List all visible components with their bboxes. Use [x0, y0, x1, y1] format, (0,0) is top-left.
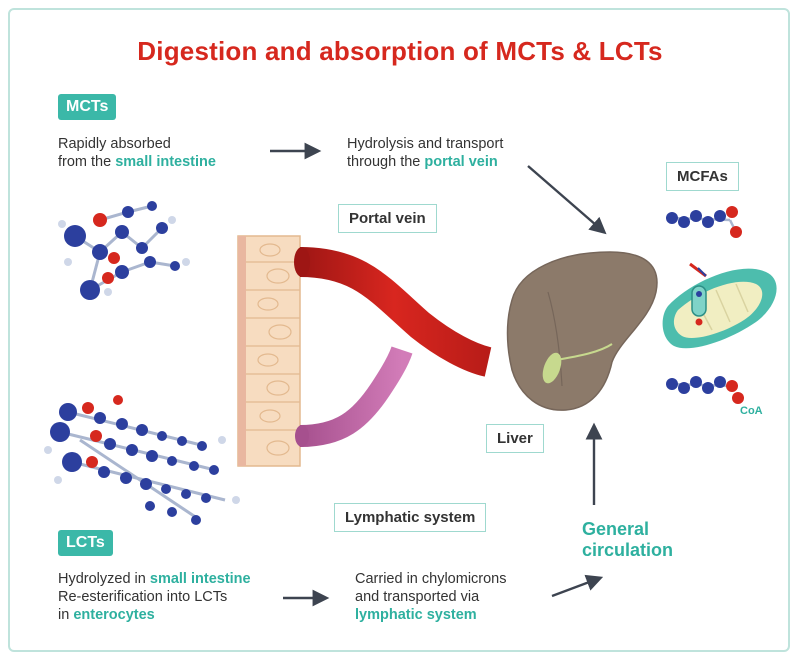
lymphatic-system-label: Lymphatic system: [334, 503, 487, 532]
general-circulation-label: General circulation: [582, 519, 673, 561]
lct-molecule-icon: [44, 395, 240, 525]
liver-label: Liver: [486, 424, 544, 453]
mitochondrion-icon: [662, 262, 777, 349]
coa-label: CoA: [740, 405, 763, 417]
portal-vein-label: Portal vein: [338, 204, 437, 233]
lct-desc-line2: Re-esterification into LCTs: [58, 589, 228, 605]
hydrolysis-line2: through the portal vein: [347, 153, 503, 171]
mct-description: Rapidly absorbed from the small intestin…: [58, 135, 216, 171]
chylomicron-line3: lymphatic system: [355, 607, 477, 623]
liver-icon: [506, 251, 658, 411]
diagram-frame: [8, 8, 790, 652]
lct-line3-prefix: in: [58, 607, 74, 623]
general-circulation-line1: General: [582, 519, 650, 539]
arrow-icon: [551, 574, 604, 598]
lct-description: Hydrolyzed in small intestine Re-esterif…: [58, 570, 251, 624]
general-circulation-line2: circulation: [582, 540, 674, 560]
lct-line3-highlight: enterocytes: [73, 607, 155, 623]
mcfa-molecule-icon: [666, 376, 744, 404]
lct-desc-line3: in enterocytes: [58, 606, 251, 624]
hydrolysis-description: Hydrolysis and transport through the por…: [347, 135, 503, 171]
diagram-title: Digestion and absorption of MCTs & LCTs: [137, 36, 663, 66]
portal-vein-vessel-icon: [294, 247, 492, 377]
chylomicron-line2: and transported via: [355, 589, 480, 605]
lct-desc-line1: Hydrolyzed in small intestine: [58, 570, 251, 588]
chylomicron-description: Carried in chylomicrons and transported …: [355, 570, 507, 624]
mcfa-label: MCFAs: [666, 162, 739, 191]
mct-molecule-icon: [58, 201, 190, 300]
arrow-icon: [527, 165, 607, 235]
intestine-wall-icon: [237, 235, 301, 467]
hydrolysis-line1: Hydrolysis and transport: [347, 136, 504, 152]
lct-line1-highlight: small intestine: [149, 571, 251, 587]
hydrolysis-highlight: portal vein: [424, 154, 498, 170]
lymphatic-vessel-icon: [295, 346, 413, 447]
chylomicron-line1: Carried in chylomicrons: [355, 571, 507, 587]
mct-desc-line1: Rapidly absorbed: [58, 136, 171, 152]
lct-tag: LCTs: [58, 530, 113, 556]
mct-desc-highlight: small intestine: [115, 154, 216, 170]
mcfa-molecule-icon: [666, 206, 742, 238]
mct-tag: MCTs: [58, 94, 117, 120]
hydrolysis-line2-prefix: through the: [347, 154, 425, 170]
lct-line1-prefix: Hydrolyzed in: [58, 571, 150, 587]
mct-desc-line2-prefix: from the: [58, 154, 116, 170]
mct-desc-line2: from the small intestine: [58, 153, 216, 171]
